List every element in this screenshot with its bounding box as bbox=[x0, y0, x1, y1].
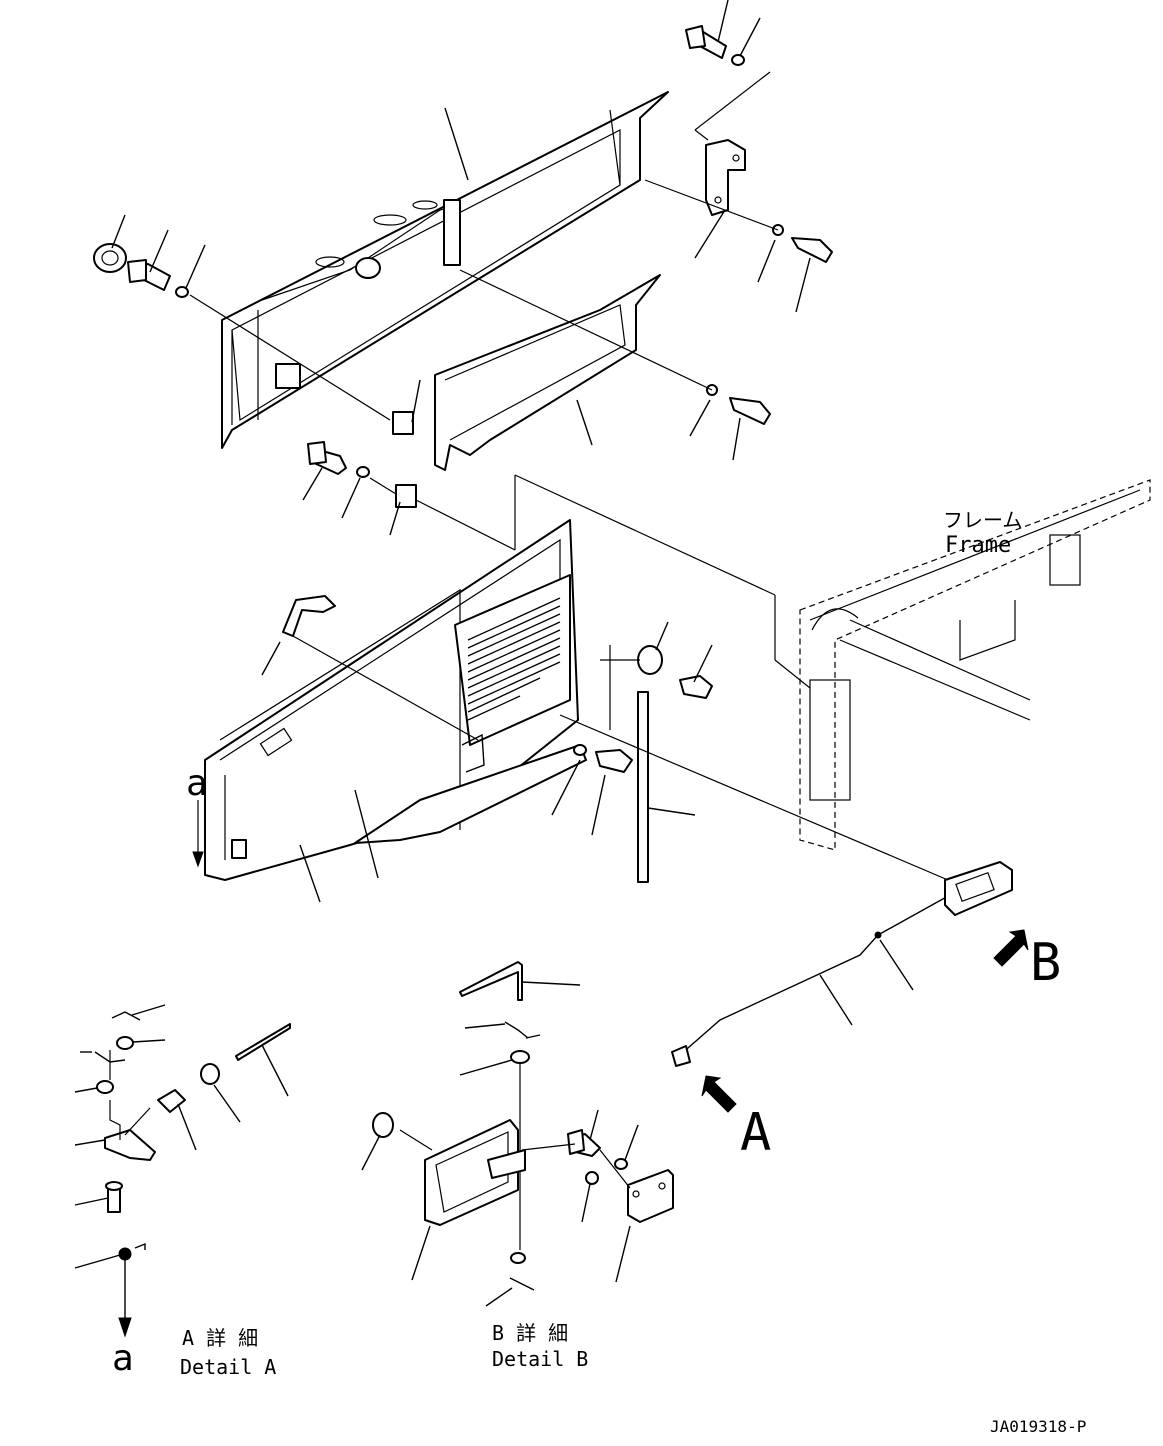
frame-label-en: Frame bbox=[945, 533, 1011, 558]
frame-label-jp: フレーム bbox=[943, 508, 1022, 532]
machine-frame bbox=[799, 479, 1151, 851]
door-grille bbox=[467, 597, 561, 721]
hinge-bracket-upper bbox=[705, 139, 746, 216]
main-door-panel bbox=[204, 519, 587, 881]
small-a-bottom: a bbox=[112, 1338, 134, 1379]
detail-b-parts bbox=[372, 961, 674, 1291]
detail-a-label: A 詳 細 Detail A bbox=[180, 1326, 276, 1379]
detail-a-title-jp: A 詳 細 bbox=[182, 1326, 258, 1350]
callout-arrows bbox=[701, 929, 1029, 1113]
small-a-top: a bbox=[186, 763, 208, 804]
detail-a-parts bbox=[94, 1011, 291, 1338]
frame-label: フレーム Frame bbox=[943, 508, 1022, 558]
seal-strip bbox=[637, 691, 649, 883]
latch-cable bbox=[671, 861, 1013, 1067]
inner-plate bbox=[434, 274, 661, 471]
upper-fasteners bbox=[93, 25, 833, 508]
upper-side-cover bbox=[221, 91, 669, 449]
detail-b-label: B 詳 細 Detail B bbox=[492, 1321, 588, 1371]
arrow-a-icon bbox=[701, 1075, 737, 1113]
detail-b-title-en: Detail B bbox=[492, 1347, 588, 1371]
detail-a-title-en: Detail A bbox=[180, 1355, 276, 1379]
drawing-number: JA019318-P bbox=[990, 1417, 1086, 1436]
leader-lines bbox=[74, 0, 949, 1307]
callout-b: B bbox=[1030, 933, 1061, 993]
callout-a: A bbox=[740, 1103, 771, 1163]
arrow-b-icon bbox=[993, 929, 1029, 967]
detail-b-title-jp: B 詳 細 bbox=[492, 1321, 568, 1345]
